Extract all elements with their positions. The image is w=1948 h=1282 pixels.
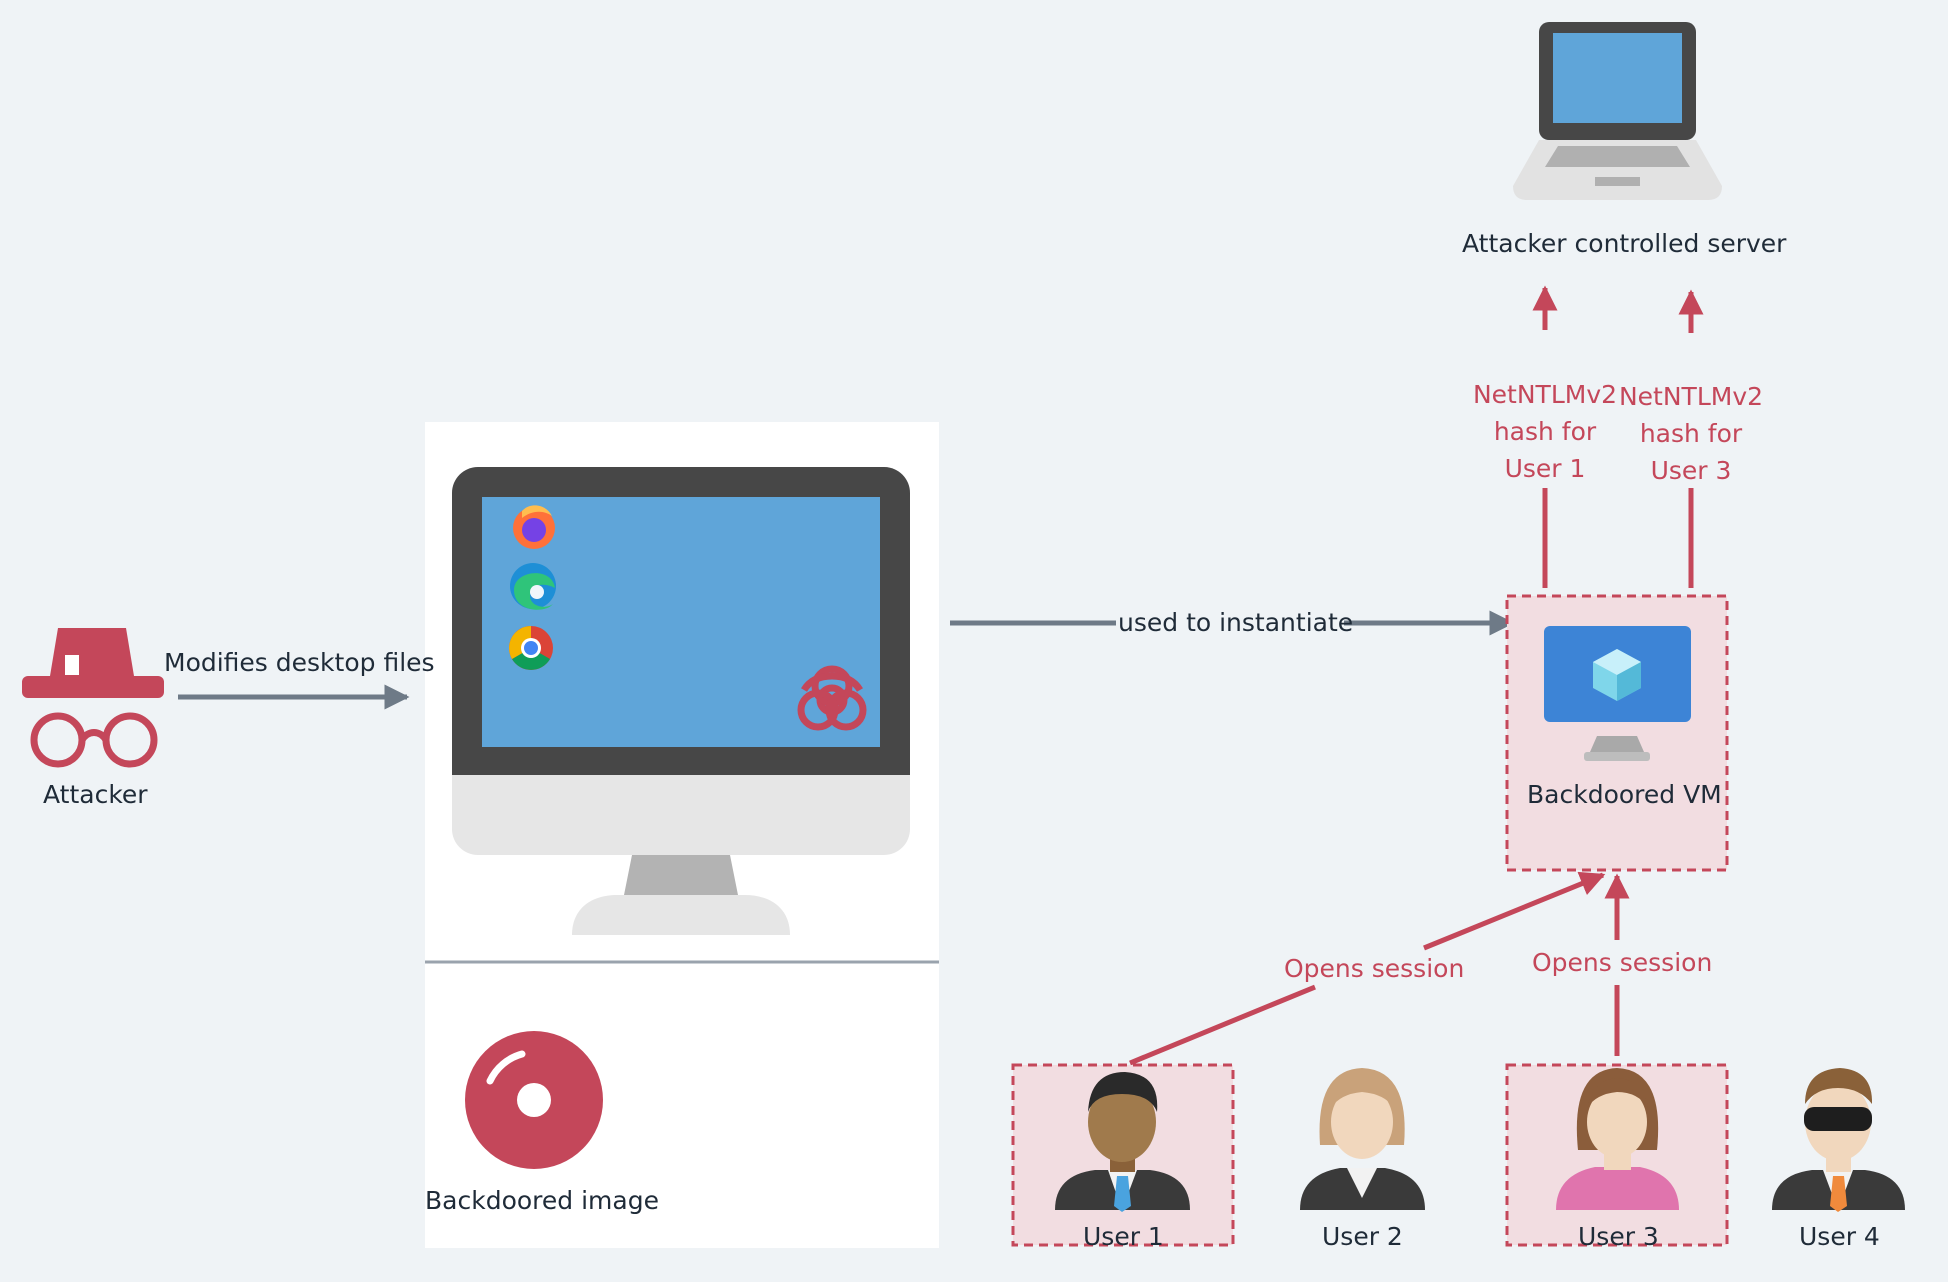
firefox-icon	[513, 505, 555, 549]
user-avatar-icon	[1055, 1072, 1190, 1212]
hash-user3-line3: User 3	[1650, 456, 1732, 485]
used-to-instantiate-label: used to instantiate	[1118, 608, 1354, 637]
session1-line-high	[1423, 871, 1606, 951]
modifies-label: Modifies desktop files	[164, 648, 435, 677]
hash-user3-line1: NetNTLMv2	[1618, 382, 1764, 411]
user-avatar-icon	[1556, 1068, 1679, 1210]
hash-user1-line2: hash for	[1493, 417, 1597, 446]
user2-label: User 2	[1322, 1222, 1403, 1251]
vm-monitor-icon	[1544, 626, 1691, 761]
backdoored-image-label: Backdoored image	[425, 1186, 659, 1215]
hash-user3-line2: hash for	[1639, 419, 1743, 448]
user3-label: User 3	[1578, 1222, 1659, 1251]
user-avatar-icon	[1772, 1068, 1905, 1212]
server-label: Attacker controlled server	[1462, 229, 1787, 258]
hash-user1-label: NetNTLMv2 hash for User 1	[1472, 376, 1618, 487]
hash-user1-line3: User 1	[1504, 454, 1586, 483]
opens-session-1-label: Opens session	[1284, 954, 1465, 983]
laptop-icon	[1513, 22, 1722, 200]
backdoored-vm-label: Backdoored VM	[1527, 780, 1722, 809]
user4-label: User 4	[1799, 1222, 1880, 1251]
opens-session-3-label: Opens session	[1532, 948, 1713, 977]
hash-user3-label: NetNTLMv2 hash for User 3	[1618, 378, 1764, 489]
imac-icon	[452, 467, 910, 935]
chrome-icon	[509, 626, 553, 670]
user1-label: User 1	[1083, 1222, 1164, 1251]
disk-icon	[465, 1031, 603, 1169]
session1-line-low	[1129, 984, 1316, 1066]
attacker-icon	[22, 628, 164, 768]
attacker-label: Attacker	[43, 780, 148, 809]
hash-user1-line1: NetNTLMv2	[1472, 380, 1618, 409]
edge-icon	[510, 563, 556, 610]
user-avatar-icon	[1300, 1068, 1425, 1210]
biohazard-icon	[797, 665, 867, 731]
